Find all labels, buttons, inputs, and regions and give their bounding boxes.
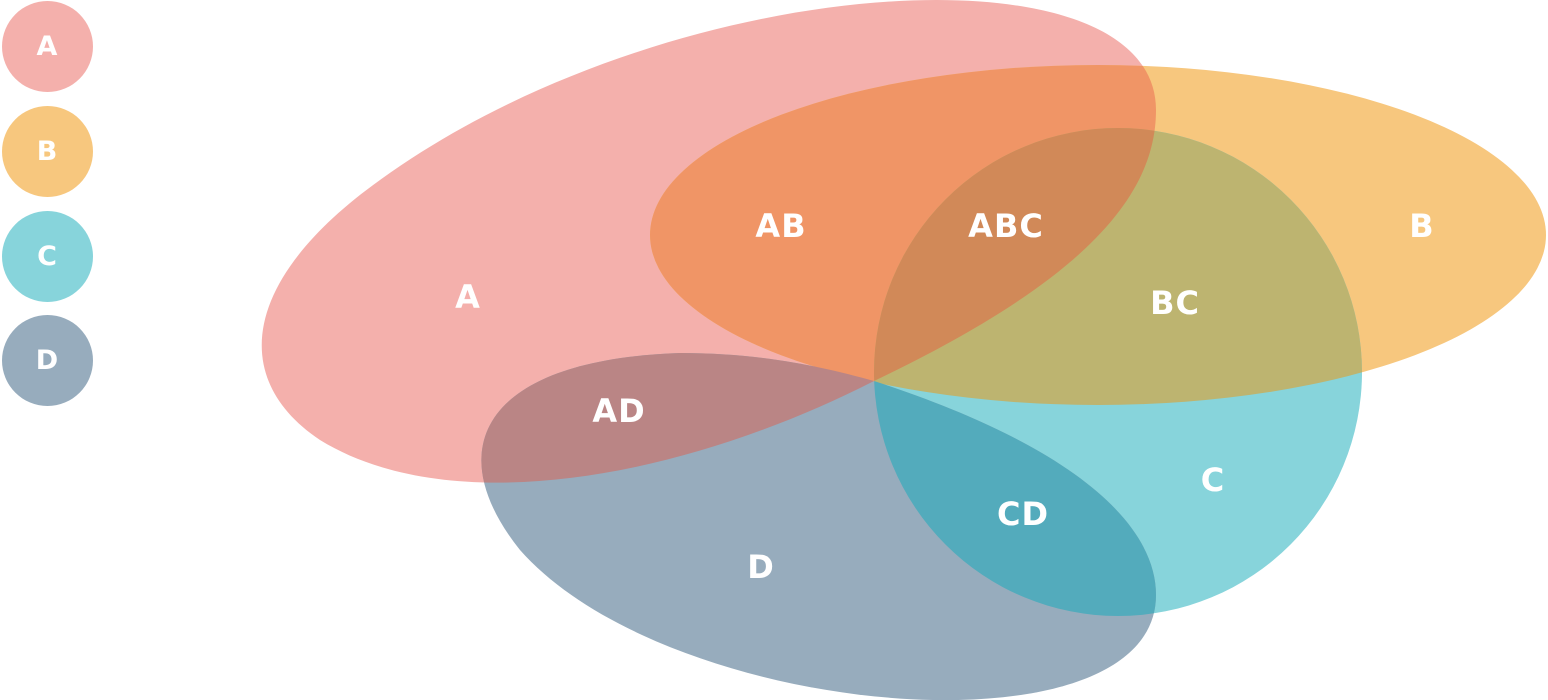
legend-item-b: B	[2, 106, 93, 197]
legend-label-b: B	[36, 136, 59, 167]
legend-label-a: A	[36, 31, 59, 62]
region-label-bc: BC	[1150, 284, 1200, 322]
region-label-abc: ABC	[968, 207, 1044, 245]
region-label-ab: AB	[755, 207, 806, 245]
region-label-b: B	[1409, 207, 1434, 245]
region-label-d: D	[747, 548, 775, 586]
region-label-c: C	[1201, 461, 1225, 499]
legend-label-d: D	[35, 345, 60, 376]
legend-item-d: D	[2, 315, 93, 406]
legend-item-c: C	[2, 211, 93, 302]
legend-item-a: A	[2, 1, 93, 92]
legend-label-c: C	[37, 241, 58, 272]
region-label-a: A	[455, 278, 481, 316]
region-label-cd: CD	[997, 495, 1049, 533]
region-label-ad: AD	[592, 392, 645, 430]
